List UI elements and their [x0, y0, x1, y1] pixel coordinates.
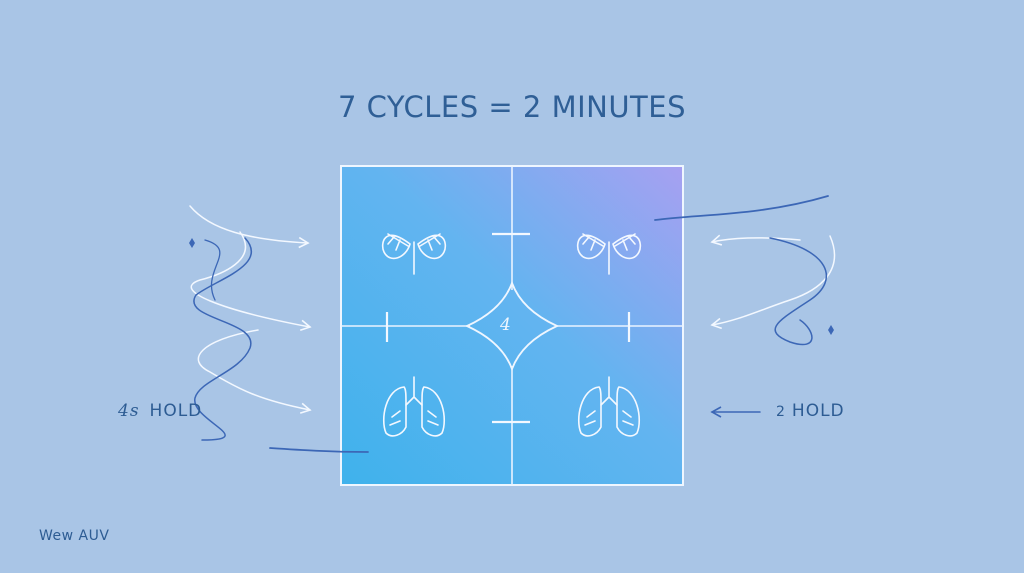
right-hold-label: 2 HOLD	[776, 401, 845, 421]
left-hold-seconds: 4s	[118, 401, 140, 421]
left-hold-label: 4s HOLD	[118, 401, 202, 421]
left-hold-text: HOLD	[149, 401, 203, 421]
left-breath-flow	[189, 205, 369, 453]
right-hold-text: HOLD	[791, 401, 845, 421]
center-diamond	[464, 280, 560, 372]
brand-logo: Wew AUV	[39, 528, 110, 544]
breathing-square	[340, 165, 684, 486]
right-hold-seconds: 2	[776, 404, 786, 420]
leaves-icon	[381, 233, 447, 275]
page-title: 7 CYCLES = 2 MINUTES	[337, 90, 687, 124]
right-breath-flow	[654, 195, 836, 418]
sparkle-icon	[828, 325, 834, 335]
lungs-icon	[577, 376, 641, 437]
center-count: 4	[500, 315, 511, 335]
leaves-icon	[576, 233, 642, 275]
sparkle-icon	[189, 238, 195, 248]
lungs-icon	[382, 376, 446, 437]
